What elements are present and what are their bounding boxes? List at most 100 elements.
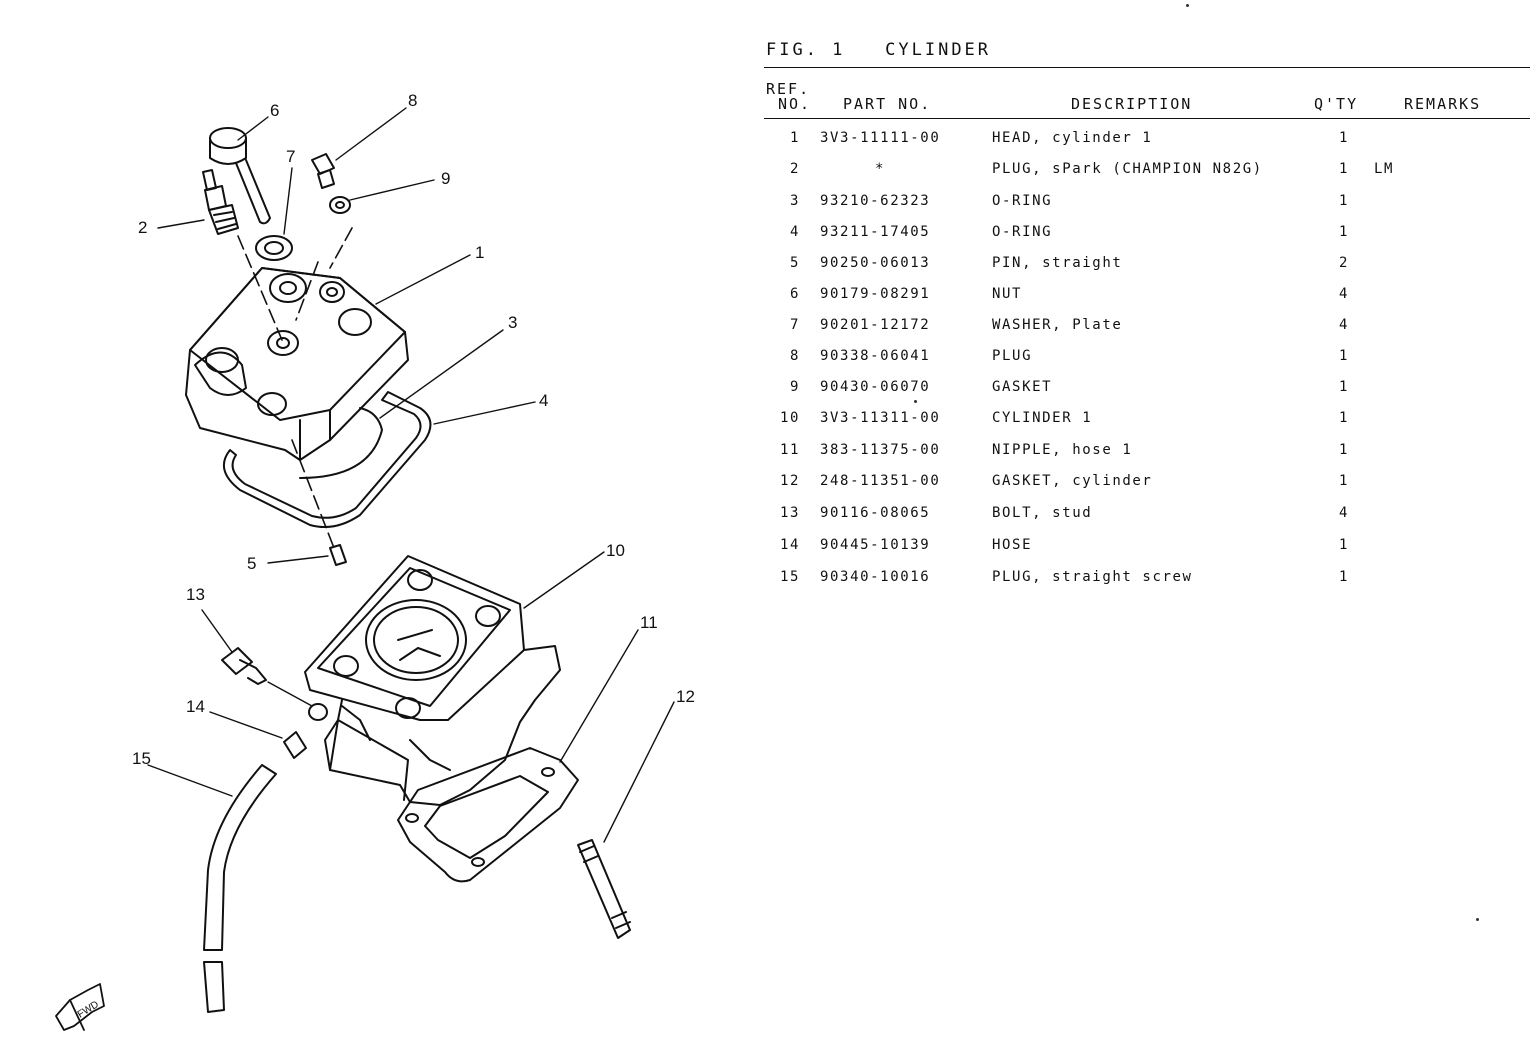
ref-no-cell: 5 [789, 255, 800, 271]
table-header-rule [764, 118, 1530, 119]
ref-no-cell: 11 [779, 442, 800, 458]
description-cell: BOLT, stud [992, 505, 1093, 521]
nut-part-6 [209, 127, 271, 225]
qty-cell: 4 [1338, 505, 1350, 521]
callout-9: 9 [441, 169, 450, 188]
ref-no-cell: 14 [779, 537, 800, 553]
cylinder-gasket-part-12 [397, 747, 579, 883]
part-no-cell: 90430-06070 [820, 379, 931, 395]
part-no-cell: 90445-10139 [820, 537, 931, 553]
qty-cell: 1 [1338, 193, 1350, 209]
header-remarks: REMARKS [1404, 95, 1482, 113]
callout-12: 12 [676, 687, 695, 706]
header-ref-line2: NO. [778, 95, 812, 113]
ref-no-cell: 7 [789, 317, 800, 333]
table-row: 9 90430-06070 GASKET 1 [764, 379, 1530, 409]
ref-no-cell: 15 [779, 569, 800, 585]
header-qty: Q'TY [1314, 95, 1359, 113]
header-part-no: PART NO. [843, 95, 932, 113]
description-cell: HOSE [992, 537, 1033, 553]
description-cell: GASKET, cylinder [992, 473, 1153, 489]
qty-cell: 4 [1338, 286, 1350, 302]
o-ring-part-4 [222, 391, 432, 528]
header-description: DESCRIPTION [1071, 95, 1193, 113]
qty-cell: 1 [1338, 348, 1350, 364]
cylinder-part-10 [304, 555, 561, 806]
ref-no-cell: 2 [789, 161, 800, 177]
callout-13: 13 [186, 585, 205, 604]
figure-number: FIG. 1 [766, 40, 846, 60]
callout-10: 10 [606, 541, 625, 560]
stud-bolt-part-13 [577, 839, 631, 939]
qty-cell: 1 [1338, 569, 1350, 585]
description-cell: PLUG, straight screw [992, 569, 1193, 585]
part-no-cell: 3V3-11311-00 [820, 410, 941, 426]
scan-speck [1476, 918, 1479, 921]
callout-11: 11 [640, 613, 658, 632]
qty-cell: 1 [1338, 379, 1350, 395]
qty-cell: 1 [1338, 410, 1350, 426]
qty-cell: 2 [1338, 255, 1350, 271]
part-no-cell: 90338-06041 [820, 348, 931, 364]
spark-plug-part-2 [202, 169, 239, 235]
table-row: 13 90116-08065 BOLT, stud 4 [764, 505, 1530, 535]
gasket-part-9 [329, 196, 351, 214]
callout-3: 3 [508, 313, 517, 332]
callout-8: 8 [408, 91, 417, 110]
ref-no-cell: 9 [789, 379, 800, 395]
table-row: 11 383-11375-00 NIPPLE, hose 1 1 [764, 442, 1530, 472]
callout-7: 7 [286, 147, 295, 166]
ref-no-cell: 3 [789, 193, 800, 209]
ref-no-cell: 8 [789, 348, 800, 364]
plug-part-8 [311, 153, 335, 189]
table-top-rule [764, 67, 1530, 68]
callout-15: 15 [132, 749, 151, 768]
part-no-cell: 3V3-11111-00 [820, 130, 941, 146]
scan-speck [1186, 4, 1189, 7]
part-no-cell: 383-11375-00 [820, 442, 941, 458]
part-no-cell: 90340-10016 [820, 569, 931, 585]
ref-no-cell: 10 [779, 410, 800, 426]
description-cell: NIPPLE, hose 1 [992, 442, 1133, 458]
qty-cell: 1 [1338, 537, 1350, 553]
ref-no-cell: 13 [779, 505, 800, 521]
part-no-cell: 90179-08291 [820, 286, 931, 302]
description-cell: GASKET [992, 379, 1053, 395]
description-cell: CYLINDER 1 [992, 410, 1093, 426]
screw-plug-part-15 [221, 647, 267, 685]
qty-cell: 1 [1338, 224, 1350, 240]
ref-no-cell: 1 [789, 130, 800, 146]
fwd-arrow-icon [55, 983, 105, 1031]
callout-6: 6 [270, 101, 279, 120]
figure-title: FIG. 1 CYLINDER [766, 40, 991, 60]
remarks-cell: LM [1374, 161, 1395, 177]
header-ref-line1: REF. [766, 80, 811, 98]
callout-1: 1 [475, 243, 484, 262]
part-no-cell: 93211-17405 [820, 224, 931, 240]
description-cell: HEAD, cylinder 1 [992, 130, 1153, 146]
part-no-cell: 90250-06013 [820, 255, 931, 271]
part-no-cell: * [874, 161, 886, 177]
qty-cell: 1 [1338, 161, 1350, 177]
table-row: 10 3V3-11311-00 CYLINDER 1 1 [764, 410, 1530, 440]
ref-no-cell: 4 [789, 224, 800, 240]
qty-cell: 4 [1338, 317, 1350, 333]
hose-nipple-part-11 [283, 731, 307, 759]
description-cell: NUT [992, 286, 1023, 302]
part-no-cell: 248-11351-00 [820, 473, 941, 489]
callout-2: 2 [138, 218, 147, 237]
washer-part-7 [255, 235, 293, 261]
part-no-cell: 90116-08065 [820, 505, 931, 521]
ref-no-cell: 12 [779, 473, 800, 489]
qty-cell: 1 [1338, 442, 1350, 458]
